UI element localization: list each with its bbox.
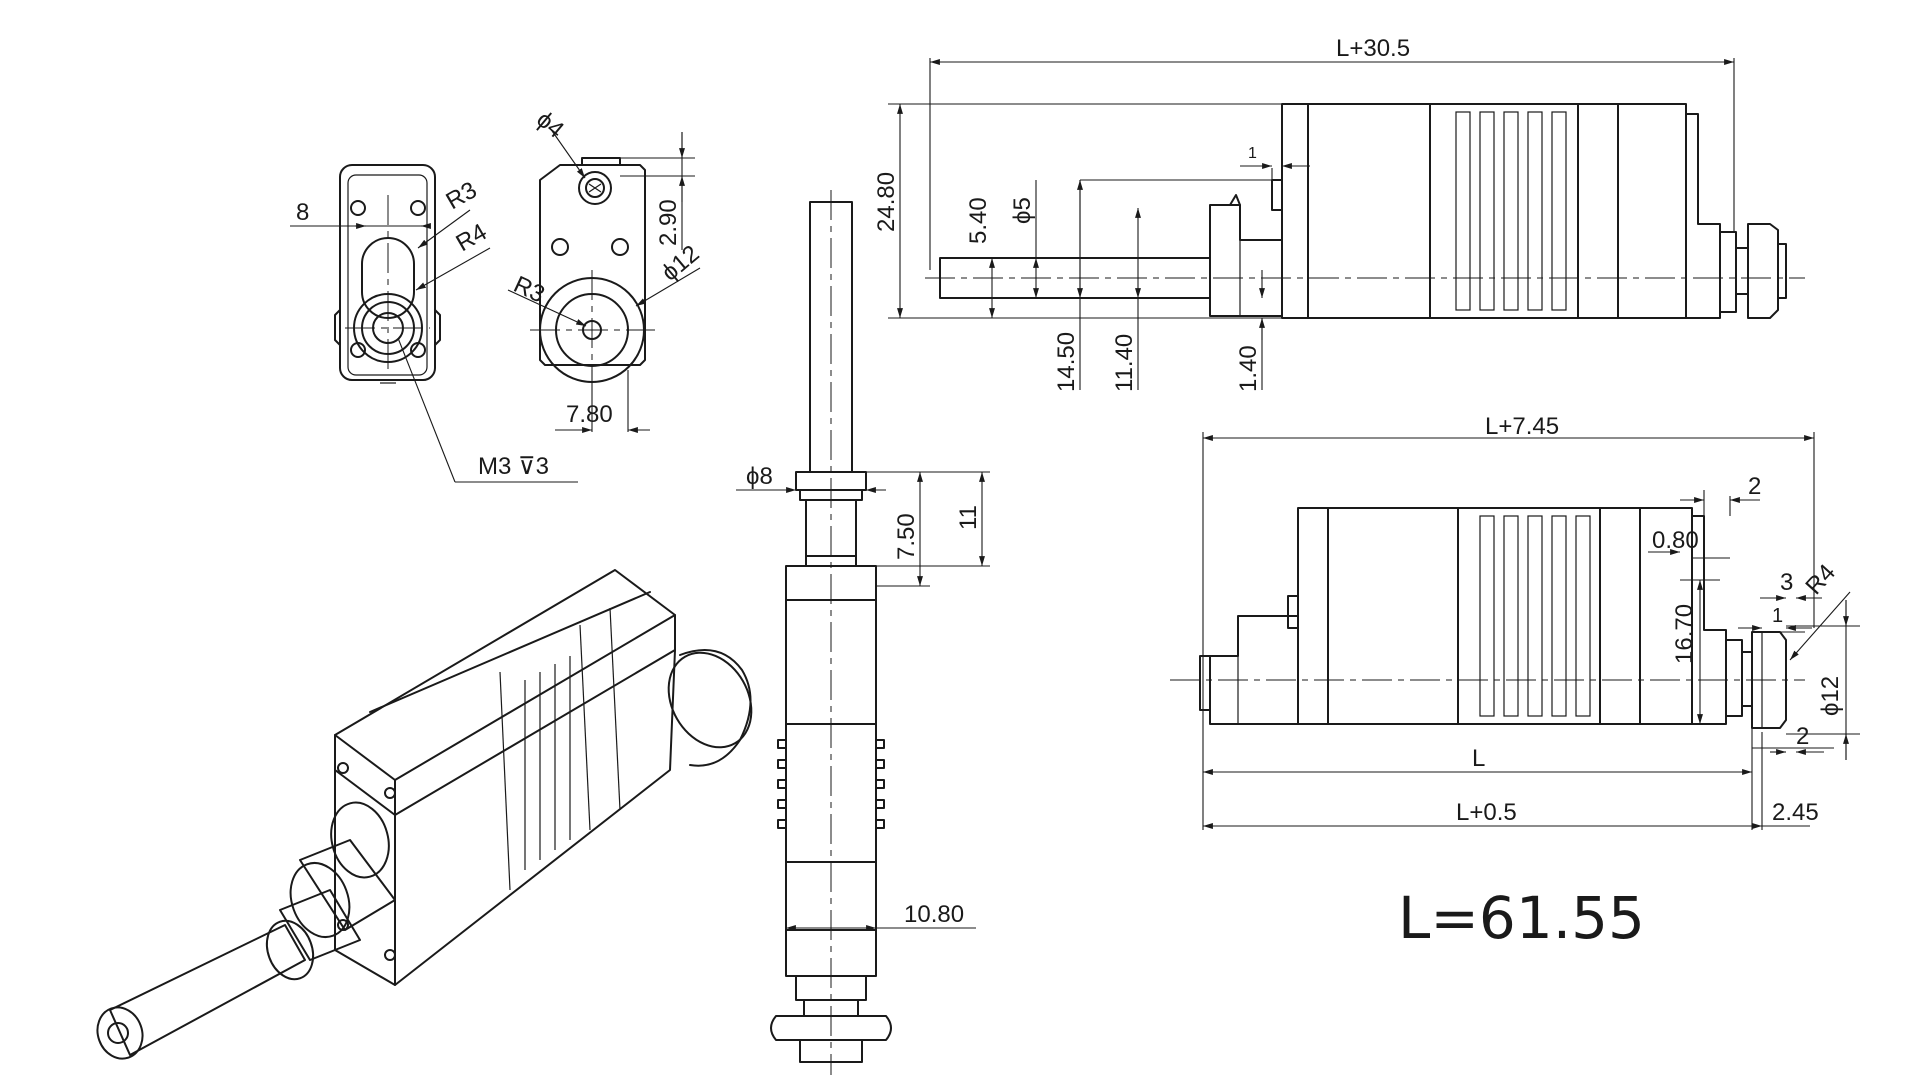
dim-right-overall: L+7.45 — [1485, 413, 1559, 440]
dim-5-40: 5.40 — [965, 197, 992, 244]
shaft-dims: ϕ8 7.50 11 10.80 — [736, 463, 990, 931]
isometric-view — [96, 569, 753, 1060]
dim-back-7-80: 7.80 — [566, 401, 613, 428]
dim-1-40: 1.40 — [1235, 345, 1262, 392]
side-view-dims: L+7.45 2 0.80 16.70 3 R4 1 ϕ12 2 — [1202, 413, 1860, 830]
dim-11-40: 11.40 — [1111, 334, 1138, 392]
dim-1-right: 1 — [1772, 605, 1783, 627]
back-dims: ϕ4 2.90 ϕ12 R3 7.80 — [507, 106, 705, 433]
dim-front-r3: R3 — [442, 176, 482, 215]
dim-dia12-right: ϕ12 — [1817, 676, 1844, 716]
dim-top-overall: L+30.5 — [1336, 35, 1410, 62]
back-end-view — [530, 157, 655, 390]
dim-16-70: 16.70 — [1671, 604, 1698, 664]
dim-dia5: ϕ5 — [1009, 197, 1036, 224]
dim-back-2-90: 2.90 — [655, 199, 682, 246]
dim-thread: M3 ⊽3 — [478, 453, 549, 480]
shaft-side-view — [770, 190, 892, 1075]
dim-2-45: 2.45 — [1772, 799, 1819, 826]
dim-back-dia4: ϕ4 — [531, 106, 569, 144]
top-view-dims: L+30.5 24.80 5.40 ϕ5 14.50 11.40 1.40 1 — [873, 35, 1735, 392]
dim-3: 3 — [1780, 569, 1793, 596]
dim-0-80: 0.80 — [1652, 527, 1699, 554]
dim-1-top: 1 — [1248, 145, 1257, 162]
side-view — [1170, 507, 1805, 729]
dim-shaft-11: 11 — [955, 505, 982, 530]
dim-back-dia12: ϕ12 — [657, 240, 705, 286]
top-view — [925, 103, 1805, 319]
dim-front-r4: R4 — [452, 218, 492, 257]
length-formula: L=61.55 — [1398, 884, 1645, 952]
front-end-view — [334, 164, 441, 384]
dim-r4-right: R4 — [1800, 559, 1841, 600]
dim-shaft-dia8: ϕ8 — [746, 463, 773, 490]
dim-L: L — [1472, 745, 1485, 772]
dim-back-r3: R3 — [509, 271, 548, 308]
dim-shaft-7-50: 7.50 — [893, 513, 920, 560]
dim-L-0-5: L+0.5 — [1456, 799, 1517, 826]
dim-14-50: 14.50 — [1053, 332, 1080, 392]
dim-front-8: 8 — [296, 199, 309, 226]
dim-2-bottom: 2 — [1796, 723, 1809, 750]
dim-side-10-80: 10.80 — [904, 901, 964, 928]
dim-24-80: 24.80 — [873, 172, 900, 232]
dim-2-top: 2 — [1748, 473, 1761, 500]
